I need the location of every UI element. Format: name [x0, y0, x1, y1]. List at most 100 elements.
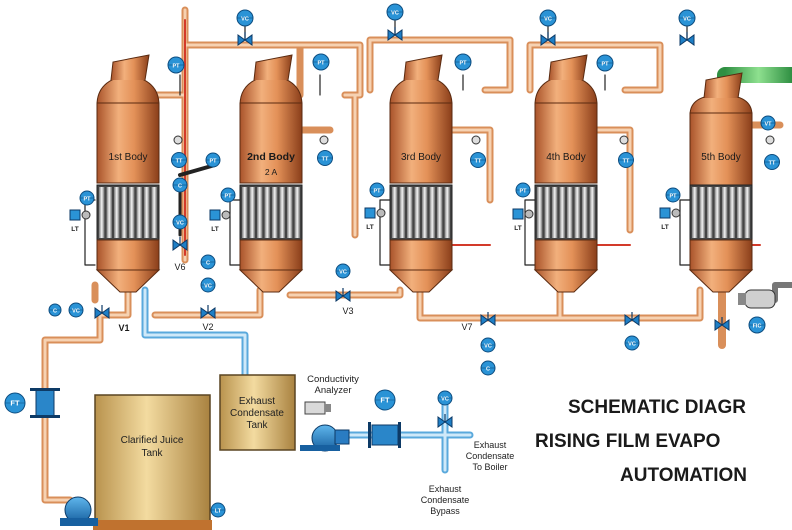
svg-text:TT: TT	[322, 157, 329, 163]
svg-text:PT: PT	[669, 194, 677, 200]
svg-text:PT: PT	[459, 61, 467, 67]
svg-text:VC: VC	[391, 11, 399, 17]
vapor-valve-2[interactable]	[387, 27, 403, 41]
evaporator-b4: 4th Body	[533, 54, 599, 293]
svg-text:VC: VC	[241, 17, 249, 23]
pt-steam[interactable]: PT	[205, 152, 221, 168]
vc-top-4[interactable]: VC	[678, 9, 696, 27]
pt-head-3[interactable]: PT	[454, 53, 472, 71]
valve-v2-label: V2	[202, 322, 213, 332]
b3-label: 3rd Body	[401, 152, 441, 163]
fic-controller[interactable]: FIC	[748, 316, 766, 334]
pt-left-3[interactable]: PT	[369, 182, 385, 198]
vc-v3[interactable]: VC	[335, 263, 351, 279]
vc-top-3[interactable]: VC	[539, 9, 557, 27]
pt-head-2[interactable]: PT	[312, 53, 330, 71]
valve-v7-label: V7	[461, 322, 472, 332]
svg-text:PT: PT	[224, 194, 232, 200]
tt-body-4[interactable]: TT	[618, 152, 634, 168]
controller-c-2[interactable]: C	[200, 254, 216, 270]
gauge-icon	[319, 135, 329, 145]
diagram-title: SCHEMATIC DIAGR RISING FILM EVAPO AUTOMA…	[535, 397, 747, 486]
conductivity-label-2: Analyzer	[315, 385, 352, 396]
valve-condensate[interactable]	[437, 414, 453, 428]
exhaust-condensate-label-3: Tank	[246, 420, 268, 431]
pt-left-2[interactable]: PT	[220, 187, 236, 203]
valve-v7[interactable]: V7	[461, 312, 496, 332]
instrument-tags: VC VC VC VC PT PT PT PT TT TT TT TT TT PT PT PT PT PT LT LT…	[4, 3, 780, 518]
valve-v6[interactable]: V6	[172, 237, 188, 272]
svg-text:VC: VC	[72, 309, 80, 315]
valve-fic[interactable]	[714, 317, 730, 331]
pt-head-4[interactable]: PT	[596, 54, 614, 72]
svg-text:PT: PT	[519, 189, 527, 195]
b5-label: 5th Body	[701, 152, 740, 163]
svg-text:C: C	[486, 367, 490, 373]
level-transmitter-1[interactable]: LT	[69, 209, 91, 233]
ft-juice[interactable]: FT	[4, 392, 26, 414]
valve-v2[interactable]: V2	[200, 305, 216, 332]
title-line-1: SCHEMATIC DIAGR	[568, 397, 746, 418]
vc-v7[interactable]: VC	[480, 337, 496, 353]
flow-meter-juice	[30, 388, 60, 418]
vapor-valve-3[interactable]	[540, 32, 556, 46]
svg-text:PT: PT	[83, 197, 91, 203]
gauge-icon	[619, 135, 629, 145]
vt-transmitter[interactable]: VT	[760, 115, 776, 131]
tt-body-1[interactable]: TT	[171, 152, 187, 168]
valve-transfer-5[interactable]	[624, 312, 640, 326]
valve-v3[interactable]: V3	[335, 288, 354, 316]
vc-v1[interactable]: VC	[68, 302, 84, 318]
svg-text:PT: PT	[172, 64, 180, 70]
tt-body-5[interactable]: TT	[764, 154, 780, 170]
controller-c-v1[interactable]: C	[48, 303, 62, 317]
vc-top-1[interactable]: VC	[236, 9, 254, 27]
vc-top-2[interactable]: VC	[386, 3, 404, 21]
bypass-2: Condensate	[421, 495, 470, 505]
lt-juice-tank[interactable]: LT	[210, 502, 226, 518]
level-transmitter-4[interactable]: LT	[512, 208, 534, 232]
pt-head-1[interactable]: PT	[167, 56, 185, 74]
tt-body-3[interactable]: TT	[470, 152, 486, 168]
svg-text:VC: VC	[441, 397, 449, 403]
svg-text:FT: FT	[380, 396, 390, 405]
tt-body-2[interactable]: TT	[317, 150, 333, 166]
controller-c-1[interactable]: C	[172, 177, 188, 193]
vc-condensate[interactable]: VC	[437, 390, 453, 406]
svg-text:TT: TT	[176, 159, 183, 165]
exhaust-condensate-label-2: Condensate	[230, 408, 284, 419]
level-transmitter-5[interactable]: LT	[659, 207, 681, 231]
svg-text:PT: PT	[373, 189, 381, 195]
gauge-icon	[765, 135, 775, 145]
evaporator-b1: 1st Body	[95, 54, 161, 293]
vapor-valve-1[interactable]	[237, 32, 253, 46]
svg-text:VT: VT	[764, 122, 772, 128]
svg-text:FIC: FIC	[753, 324, 762, 330]
svg-text:FT: FT	[10, 399, 20, 408]
level-transmitter-3[interactable]: LT	[364, 207, 386, 231]
svg-text:LT: LT	[71, 226, 78, 233]
pt-left-1[interactable]: PT	[79, 190, 95, 206]
svg-text:LT: LT	[514, 225, 521, 232]
vc-v2[interactable]: VC	[200, 277, 216, 293]
conductivity-analyzer: Conductivity Analyzer	[304, 374, 359, 415]
svg-text:VC: VC	[484, 344, 492, 350]
vc-transfer-5[interactable]: VC	[624, 335, 640, 351]
ft-condensate[interactable]: FT	[374, 389, 396, 411]
valve-v1-label: V1	[118, 323, 129, 333]
vc-v6[interactable]: VC	[172, 214, 188, 230]
level-transmitter-2[interactable]: LT	[209, 209, 231, 233]
valve-v6-label: V6	[174, 262, 185, 272]
controller-c-v7[interactable]: C	[480, 360, 496, 376]
conductivity-label-1: Conductivity	[307, 374, 359, 385]
bypass-1: Exhaust	[429, 484, 462, 494]
pt-left-4[interactable]: PT	[515, 182, 531, 198]
valve-v1[interactable]: V1	[94, 305, 130, 333]
vapor-valve-4[interactable]	[679, 32, 695, 46]
svg-text:VC: VC	[544, 17, 552, 23]
svg-text:VC: VC	[176, 221, 184, 227]
svg-text:C: C	[206, 261, 210, 267]
pt-left-5[interactable]: PT	[665, 187, 681, 203]
svg-text:LT: LT	[366, 224, 373, 231]
